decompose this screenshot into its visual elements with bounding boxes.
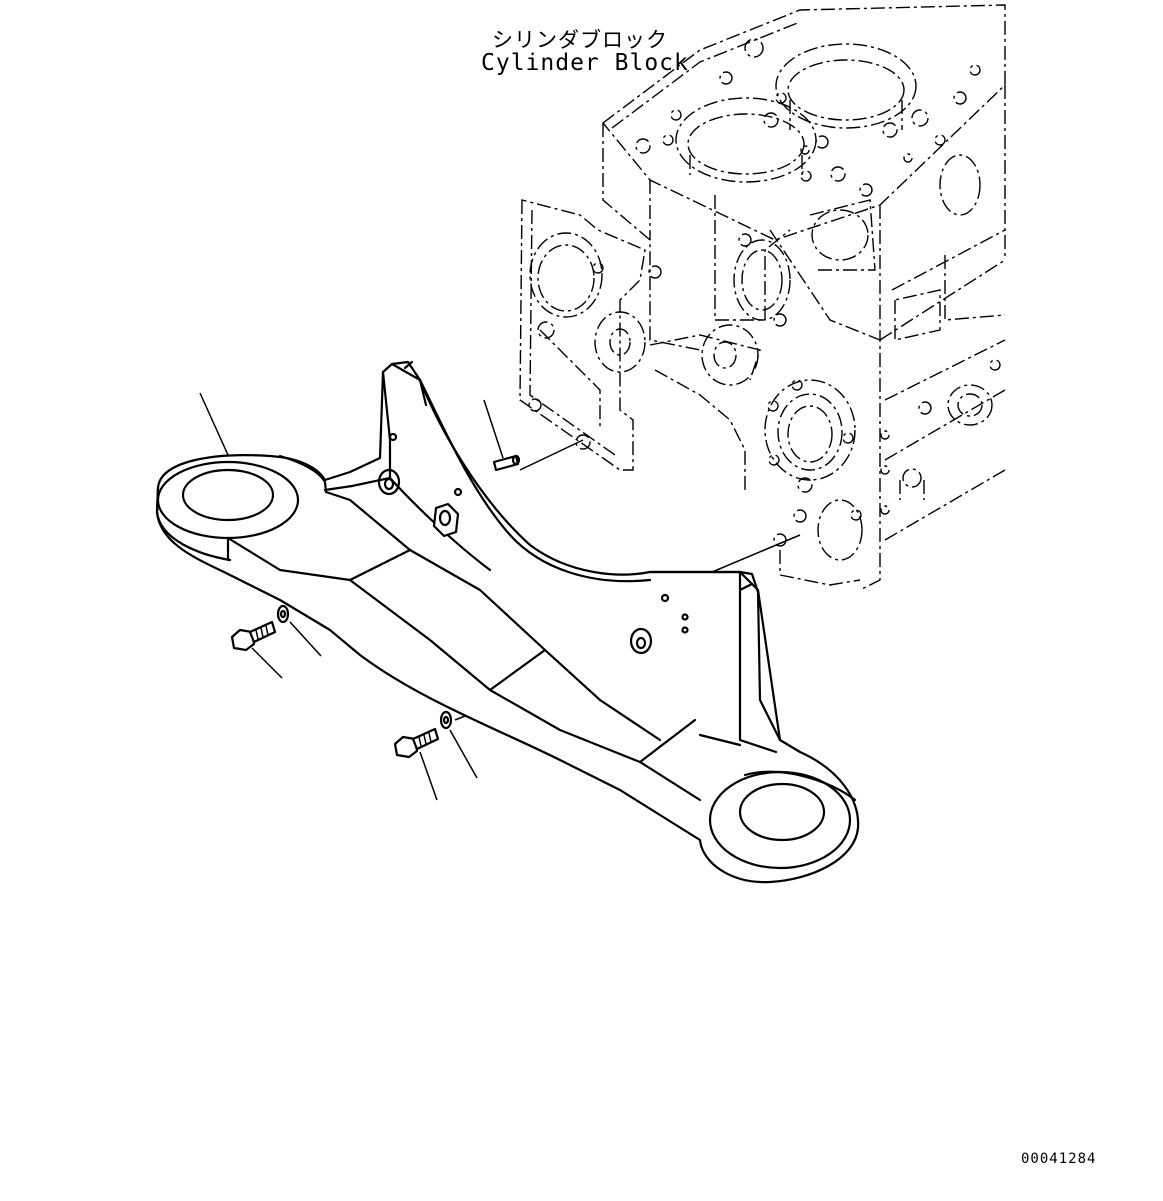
spacer-nut — [432, 502, 460, 538]
cylinder-block — [519, 4, 1006, 591]
bolt — [230, 620, 283, 679]
engine-mount-bracket — [155, 360, 860, 884]
bolt — [393, 727, 440, 801]
cylinder-block-label-jp: シリンダブロック — [492, 28, 668, 52]
dowel-pin — [483, 399, 521, 472]
washer — [439, 710, 478, 779]
leader-lines — [199, 392, 229, 456]
cylinder-block-label-en: Cylinder Block — [481, 50, 689, 76]
drawing-number: 00041284 — [1021, 1151, 1097, 1167]
washer — [276, 604, 322, 657]
